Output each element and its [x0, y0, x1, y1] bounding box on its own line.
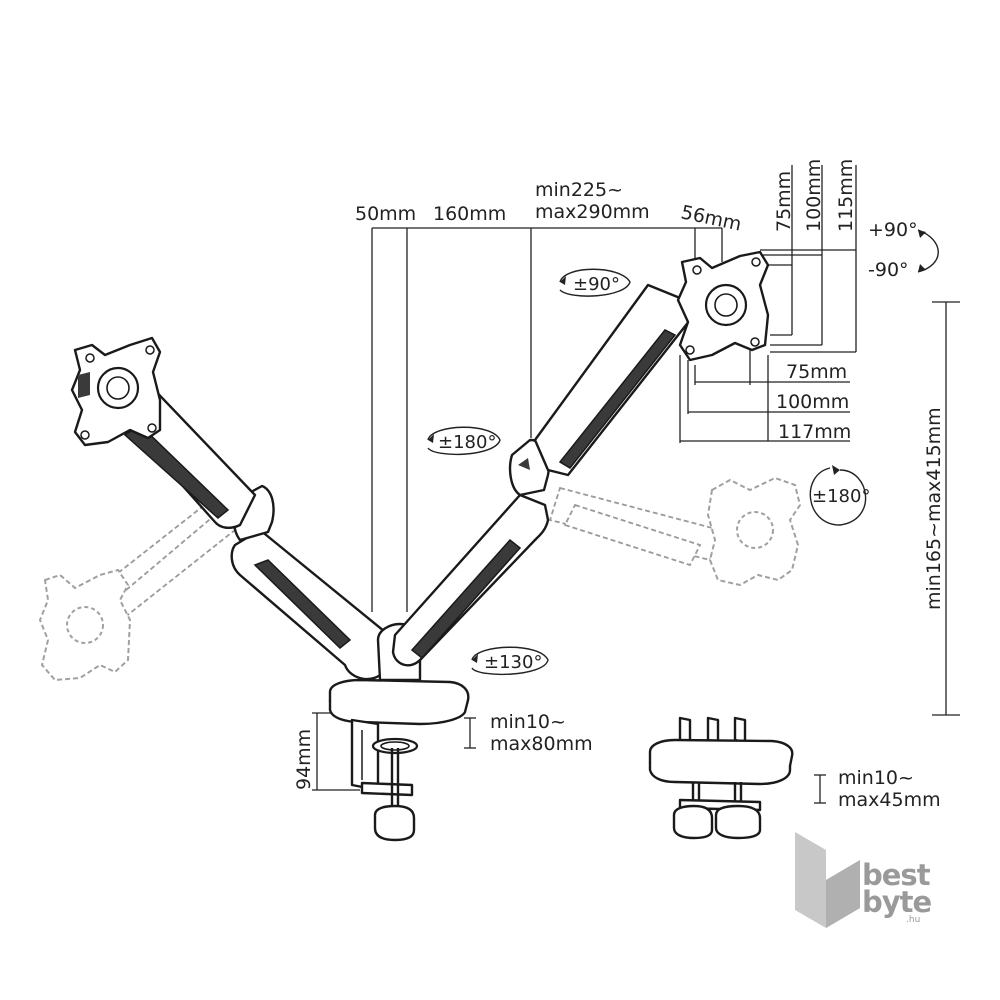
left-arm: [70, 336, 397, 681]
swivel-180-arm-arrow: [427, 426, 501, 456]
bestbyte-logo: best byte .hu: [795, 832, 933, 928]
label-vesa-v100: 100mm: [803, 159, 825, 232]
dimension-labels: 50mm 160mm min225~ max290mm 56mm 75mm 10…: [293, 159, 945, 811]
label-grommet-min: min10~: [838, 767, 914, 789]
ghost-right-position: [548, 476, 802, 587]
label-vesa-h100: 100mm: [776, 391, 849, 413]
label-swivel-130: ±130°: [484, 652, 542, 673]
label-swivel-180-arm: ±180°: [438, 432, 496, 453]
logo-suffix: .hu: [906, 915, 920, 925]
label-reach-min: min225~: [535, 179, 623, 201]
label-reach-max: max290mm: [535, 201, 650, 223]
label-rotate-180-screen: ±180°: [812, 486, 870, 507]
label-vesa-h117: 117mm: [778, 421, 851, 443]
label-clamp-min: min10~: [490, 711, 566, 733]
rotate-180-screen-arrow: [809, 465, 867, 526]
label-vesa-v75: 75mm: [773, 171, 795, 232]
label-clamp-height: 94mm: [293, 729, 315, 790]
label-height-range: min165~max415mm: [923, 407, 945, 610]
swivel-90-arrow: [559, 268, 631, 297]
logo-line-1: best: [862, 858, 931, 892]
label-swivel-90: ±90°: [573, 274, 620, 295]
label-clamp-max: max80mm: [490, 733, 593, 755]
label-grommet-max: max45mm: [838, 789, 941, 811]
grommet-base: [648, 716, 794, 840]
logo-line-2: byte: [862, 885, 932, 919]
desk-base: [328, 678, 470, 842]
label-vesa-v115: 115mm: [835, 159, 857, 232]
label-offset-50: 50mm: [355, 203, 416, 225]
right-arm: [376, 250, 770, 682]
swivel-130-arrow: [471, 646, 549, 676]
dimension-lines: [312, 165, 960, 804]
label-offset-160: 160mm: [433, 203, 506, 225]
label-vesa-h75: 75mm: [786, 361, 847, 383]
label-tilt-depth: 56mm: [679, 201, 743, 235]
label-tilt-up: +90°: [868, 219, 918, 241]
rotation-indicators: [427, 229, 939, 676]
tilt-arrow: [917, 229, 939, 273]
label-tilt-down: -90°: [868, 259, 909, 281]
